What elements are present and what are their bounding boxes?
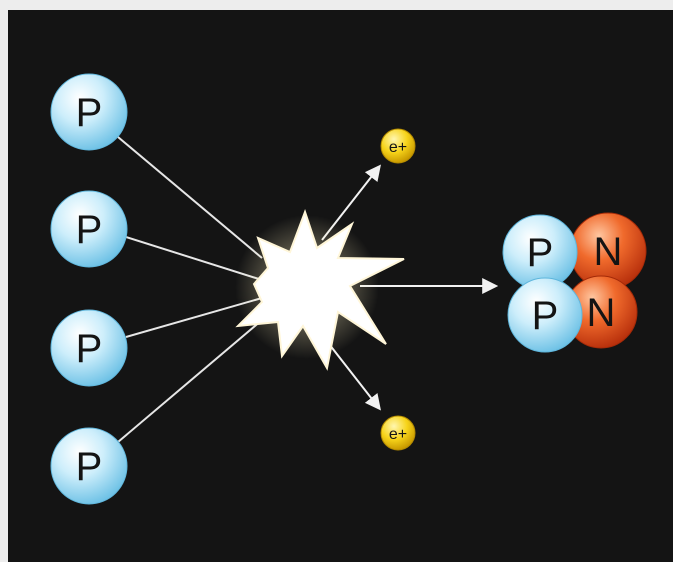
proton-label: P [76, 327, 103, 371]
proton-sphere [507, 277, 583, 353]
fusion-burst [235, 209, 405, 371]
proton-sphere [50, 73, 128, 151]
positron-top: e+ [380, 128, 416, 164]
helium-nucleus: N N P P [502, 212, 647, 353]
positron-sphere [380, 128, 416, 164]
neutron-2: N [564, 275, 638, 349]
neutron-1: N [569, 212, 647, 290]
input-protons: P P P P [50, 73, 128, 505]
proton-sphere [50, 190, 128, 268]
burst-star [235, 209, 405, 371]
positron-label: e+ [389, 139, 407, 156]
input-proton-2: P [50, 190, 128, 268]
neutron-label: N [594, 230, 623, 274]
proton-trajectory-1 [117, 136, 263, 259]
proton-label: P [527, 231, 554, 275]
input-proton-1: P [50, 73, 128, 151]
neutron-label: N [587, 291, 616, 335]
positron-bottom: e+ [380, 415, 416, 451]
proton-label: P [76, 445, 103, 489]
proton-sphere [50, 309, 128, 387]
proton-label: P [76, 208, 103, 252]
proton-trajectory-4 [117, 319, 263, 443]
input-proton-3: P [50, 309, 128, 387]
input-proton-4: P [50, 427, 128, 505]
proton-label: P [532, 294, 559, 338]
nucleus-proton-1: P [502, 214, 578, 290]
proton-trajectories [117, 136, 263, 443]
proton-sphere [50, 427, 128, 505]
proton-label: P [76, 91, 103, 135]
positron-label: e+ [389, 426, 407, 443]
positron-sphere [380, 415, 416, 451]
nucleus-proton-2: P [507, 277, 583, 353]
